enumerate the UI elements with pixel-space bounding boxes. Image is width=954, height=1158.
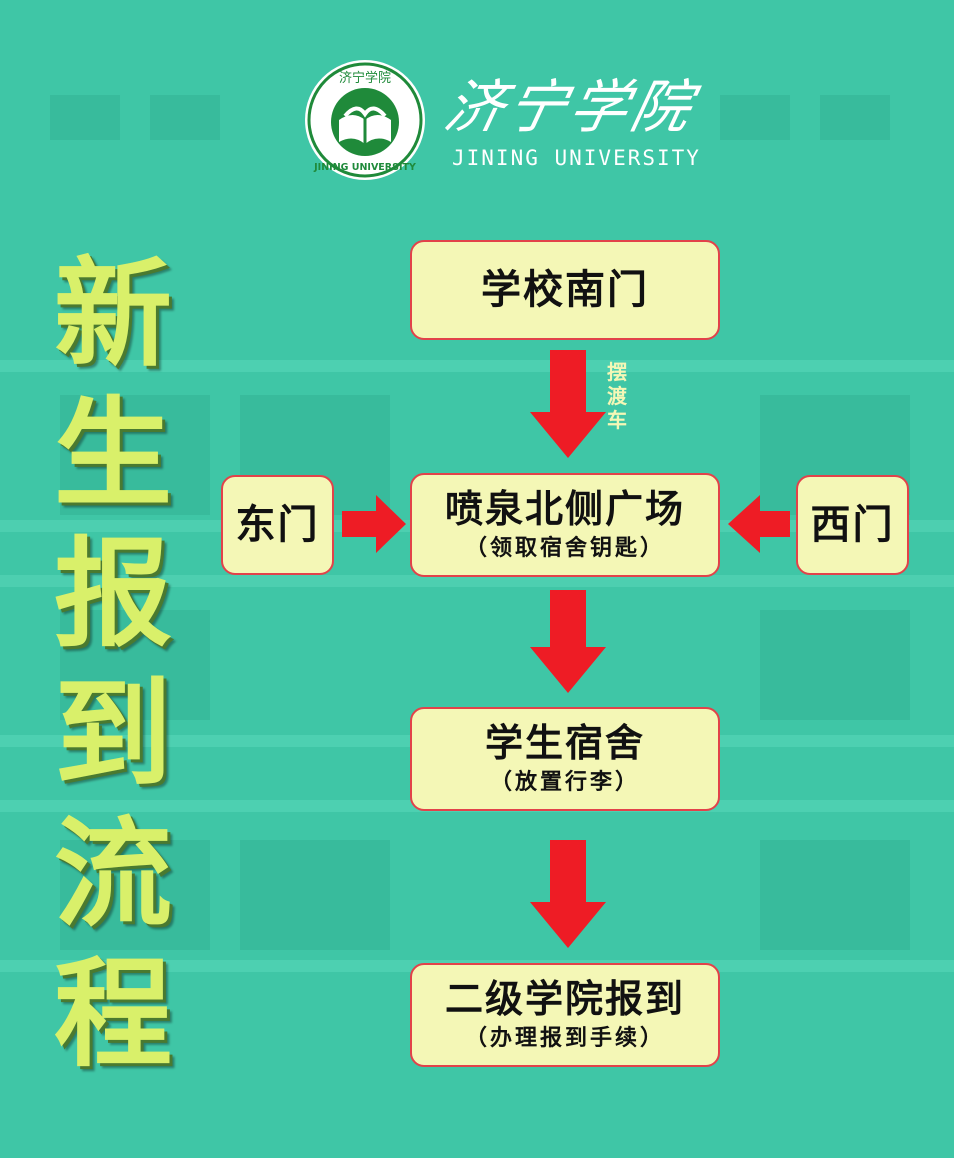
step-label: 喷泉北侧广场 <box>444 487 685 531</box>
step-label: 西门 <box>810 502 895 548</box>
university-seal-logo: 济宁学院 JINING UNIVERSITY <box>305 60 425 180</box>
step-note: （领取宿舍钥匙） <box>464 536 665 561</box>
step-fountain-plaza: 喷泉北侧广场 （领取宿舍钥匙） <box>410 473 720 577</box>
step-student-dorm: 学生宿舍 （放置行李） <box>410 707 720 811</box>
step-college-registration: 二级学院报到 （办理报到手续） <box>410 963 720 1067</box>
page-title: 新 生 报 到 流 程 <box>38 244 188 1084</box>
step-label: 二级学院报到 <box>444 977 685 1021</box>
title-char: 程 <box>53 945 172 1083</box>
shuttle-char: 摆 <box>607 360 627 384</box>
shuttle-label: 摆 渡 车 <box>604 360 630 432</box>
title-char: 到 <box>53 665 172 803</box>
step-label: 学校南门 <box>481 267 649 313</box>
title-char: 报 <box>53 525 172 663</box>
step-note: （放置行李） <box>489 770 640 795</box>
title-char: 流 <box>53 805 172 943</box>
step-west-gate: 西门 <box>796 475 909 575</box>
logo-english-title: JINING UNIVERSITY <box>452 146 701 170</box>
seal-ring-text: JINING UNIVERSITY <box>313 162 416 173</box>
logo-script-title: 济宁学院 <box>438 73 702 141</box>
title-char: 新 <box>53 245 172 383</box>
step-south-gate: 学校南门 <box>410 240 720 340</box>
seal-top-text: 济宁学院 <box>339 70 391 86</box>
step-east-gate: 东门 <box>221 475 334 575</box>
step-note: （办理报到手续） <box>464 1026 665 1051</box>
step-label: 东门 <box>235 502 320 548</box>
shuttle-char: 车 <box>607 408 627 432</box>
shuttle-char: 渡 <box>607 384 627 408</box>
step-label: 学生宿舍 <box>484 721 645 765</box>
title-char: 生 <box>53 385 172 523</box>
